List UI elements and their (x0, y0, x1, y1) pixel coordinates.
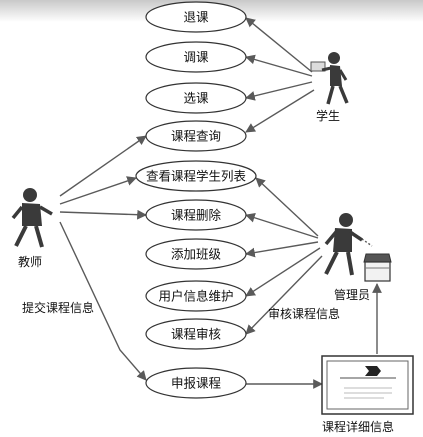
use-case-query[interactable] (145, 120, 247, 152)
line-teacher-query (59, 135, 147, 197)
use-case-delete[interactable] (145, 199, 247, 231)
use-case-students[interactable] (135, 160, 257, 192)
line-admin-userinfo (245, 247, 321, 297)
line-admin-delete (245, 213, 319, 239)
use-case-label: 退课 (183, 10, 209, 25)
use-case-adjust[interactable] (145, 41, 247, 73)
course-detail-document-icon (321, 355, 414, 415)
use-case-apply[interactable] (145, 367, 247, 399)
line-teacher-delete (59, 209, 147, 220)
line-teacher-students (59, 176, 137, 205)
course-detail-note-label: 课程详细信息 (322, 419, 394, 434)
student-figure-icon (310, 52, 349, 105)
line-student-adjust (245, 54, 313, 77)
line-admin-review (245, 255, 323, 335)
use-case-label: 课程审核 (171, 327, 222, 342)
use-case-label: 申报课程 (171, 376, 222, 391)
use-case-label: 调课 (183, 50, 209, 65)
line-teacher-apply (59, 221, 147, 381)
use-case-label: 用户信息维护 (158, 289, 233, 304)
admin-label: 管理员 (334, 287, 370, 302)
admin-figure-icon (324, 213, 363, 276)
submit-note-label: 提交课程信息 (22, 300, 94, 315)
use-case-addclass[interactable] (145, 238, 247, 270)
line-student-query (245, 89, 315, 133)
use-case-label: 添加班级 (171, 247, 222, 262)
line-admin-students (255, 177, 319, 237)
student-label: 学生 (316, 108, 340, 123)
teacher-figure-icon (11, 188, 53, 248)
use-case-review[interactable] (145, 318, 247, 350)
use-case-userinfo[interactable] (145, 280, 247, 312)
line-admin-addclass (245, 241, 319, 258)
line-student-select (245, 81, 313, 101)
review-info-note-label: 审核课程信息 (268, 306, 340, 321)
use-case-drop[interactable] (145, 1, 247, 33)
line-student-drop (245, 17, 313, 73)
teacher-label: 教师 (18, 254, 42, 269)
use-case-label: 课程删除 (171, 208, 222, 223)
use-case-select[interactable] (145, 82, 247, 114)
use-cases (135, 1, 257, 399)
use-case-label: 查看课程学生列表 (146, 169, 247, 184)
association-lines (59, 17, 382, 389)
use-case-label: 选课 (183, 91, 209, 106)
use-case-label: 课程查询 (171, 129, 221, 144)
archive-box-icon (363, 253, 392, 282)
